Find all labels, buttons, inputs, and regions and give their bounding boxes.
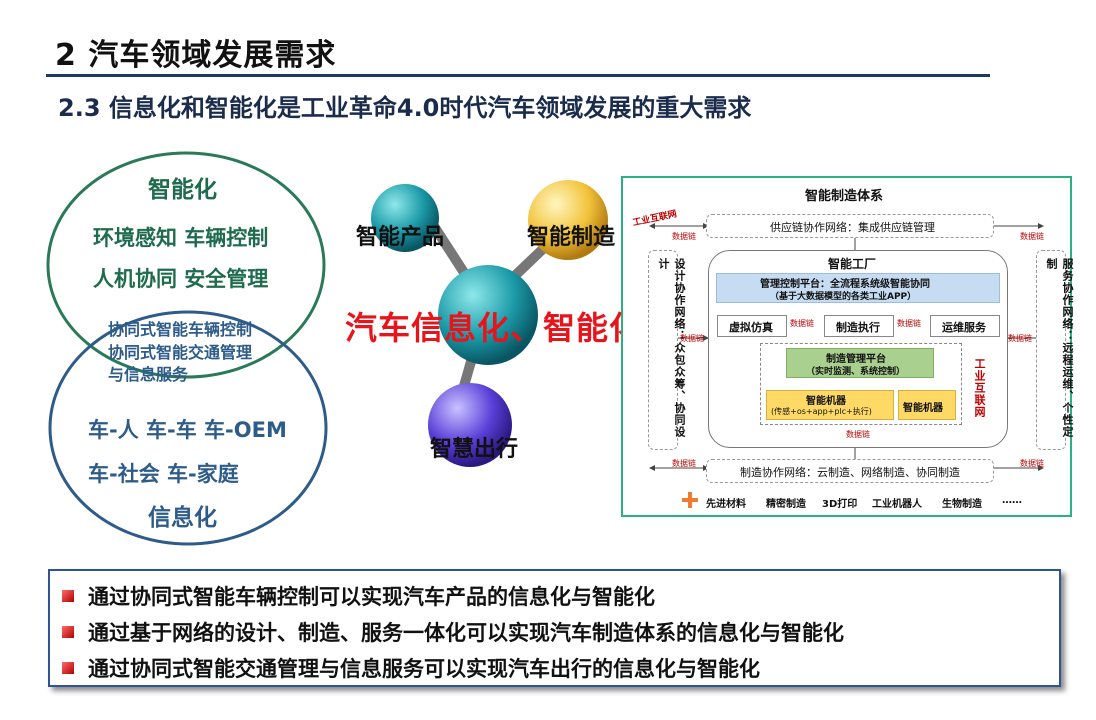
manufacturing-sphere [528, 180, 608, 260]
bullet-icon [62, 662, 74, 674]
management-platform-line1: 管理控制平台：全流程系统级智能协同 [760, 279, 930, 290]
slide-title: 2 汽车领域发展需求 [55, 38, 337, 73]
venn-intelligence-line2: 人机协同 安全管理 [93, 267, 269, 291]
smart-factory-label: 智能工厂 [828, 257, 877, 271]
manufacturing-platform [786, 348, 934, 378]
venn-informatization-title: 信息化 [148, 505, 217, 531]
hub-center-text: 汽车信息化、智能化 [345, 309, 643, 347]
data-chain-label: 数据链 [1020, 459, 1044, 468]
virtual-simulation-box [717, 315, 787, 337]
product-sphere [371, 184, 439, 252]
venn-overlap-line1: 协同式智能车辆控制 [108, 320, 253, 339]
manufacturing-network [706, 459, 994, 483]
venn-informatization-line2: 车-社会 车-家庭 [88, 462, 239, 486]
service-network [1036, 250, 1066, 450]
smart-machine-primary-detail: (传感+os+app+plc+执行) [771, 407, 872, 416]
venn-overlap-line3: 与信息服务 [108, 365, 189, 384]
hub-molecule [371, 180, 608, 467]
management-platform-line2: （基于大数据模型的各类工业APP） [770, 292, 917, 302]
manufacturing-platform-line2: （实时监测、系统控制） [806, 367, 906, 377]
data-chain-label: 数据链 [897, 319, 921, 328]
hub-label-product: 智能产品 [356, 225, 445, 250]
conclusion-text: 通过基于网络的设计、制造、服务一体化可以实现汽车制造体系的信息化与智能化 [88, 621, 844, 645]
conclusion-item: 通过协同式智能车辆控制可以实现汽车产品的信息化与智能化 [62, 581, 655, 611]
virtual-simulation-label: 虚拟仿真 [729, 321, 773, 334]
operations-service-label: 运维服务 [942, 321, 986, 334]
smart-machine-primary-label: 智能机器 [806, 396, 846, 407]
operations-service-box [930, 315, 1000, 337]
bullet-icon [62, 626, 74, 638]
supply-chain-network [706, 214, 994, 238]
hub-label-mobility: 智慧出行 [430, 437, 519, 462]
inner-internet-label: 工业互联网 [973, 358, 986, 418]
conclusion-item: 通过基于网络的设计、制造、服务一体化可以实现汽车制造体系的信息化与智能化 [62, 617, 844, 647]
design-network-label: 设计协作网络：众包众筹、协同设计 [657, 258, 686, 438]
conclusion-item: 通过协同式智能交通管理与信息服务可以实现汽车出行的信息化与智能化 [62, 653, 760, 683]
venn-informatization-line1: 车-人 车-车 车-OEM [88, 418, 287, 442]
venn-intelligence-title: 智能化 [148, 177, 217, 203]
center-sphere [438, 265, 538, 365]
footer-item: 生物制造 [942, 499, 982, 510]
management-platform [716, 273, 1000, 303]
manufacturing-execution-box [824, 315, 894, 337]
data-chain-label: 数据链 [790, 319, 814, 328]
manufacturing-network-label: 制造协作网络：云制造、网络制造、协同制造 [740, 466, 960, 479]
supply-chain-label: 供应链协作网络：集成供应链管理 [770, 221, 935, 234]
manufacturing-platform-line1: 制造管理平台 [826, 354, 886, 365]
footer-item: 工业机器人 [872, 499, 922, 510]
informatization-circle [48, 310, 328, 546]
conclusion-text: 通过协同式智能车辆控制可以实现汽车产品的信息化与智能化 [88, 585, 655, 609]
intelligence-circle [46, 151, 326, 379]
data-chain-label: 数据链 [846, 430, 870, 439]
service-network-label: 服务协作网络：远程运维、个性定制 [1045, 258, 1074, 438]
data-chain-label: 数据链 [672, 459, 696, 468]
smart-machine-secondary-label: 智能机器 [903, 403, 943, 414]
data-chain-label: 数据链 [1008, 334, 1032, 343]
slide-subtitle: 2.3 信息化和智能化是工业革命4.0时代汽车领域发展的重大需求 [58, 94, 752, 122]
data-chain-label: 数据链 [680, 334, 704, 343]
footer-item: 精密制造 [766, 499, 806, 510]
venn-overlap-line2: 协同式智能交通管理 [108, 343, 253, 362]
manufacturing-execution-label: 制造执行 [836, 321, 880, 334]
conclusion-box: 通过协同式智能车辆控制可以实现汽车产品的信息化与智能化 通过基于网络的设计、制造… [48, 569, 1061, 687]
footer-item: 先进材料 [706, 499, 746, 510]
system-title: 智能制造体系 [805, 189, 884, 204]
footer-item: …… [1002, 495, 1022, 506]
hub-label-manufacturing: 智能制造 [527, 225, 616, 250]
venn-intelligence-line1: 环境感知 车辆控制 [93, 226, 269, 250]
mobility-sphere [428, 383, 512, 467]
conclusion-text: 通过协同式智能交通管理与信息服务可以实现汽车出行的信息化与智能化 [88, 657, 760, 681]
data-chain-label: 数据链 [1020, 232, 1044, 241]
data-chain-label: 数据链 [672, 232, 696, 241]
footer-item: 3D打印 [822, 499, 858, 510]
design-network [648, 250, 678, 450]
smart-machine-secondary [898, 390, 956, 420]
bullet-icon [62, 590, 74, 602]
smart-machine-primary [766, 390, 894, 420]
venn-circles [46, 151, 328, 546]
title-divider [46, 74, 990, 77]
manufacturing-zone [760, 343, 962, 425]
plus-icon [682, 492, 698, 508]
